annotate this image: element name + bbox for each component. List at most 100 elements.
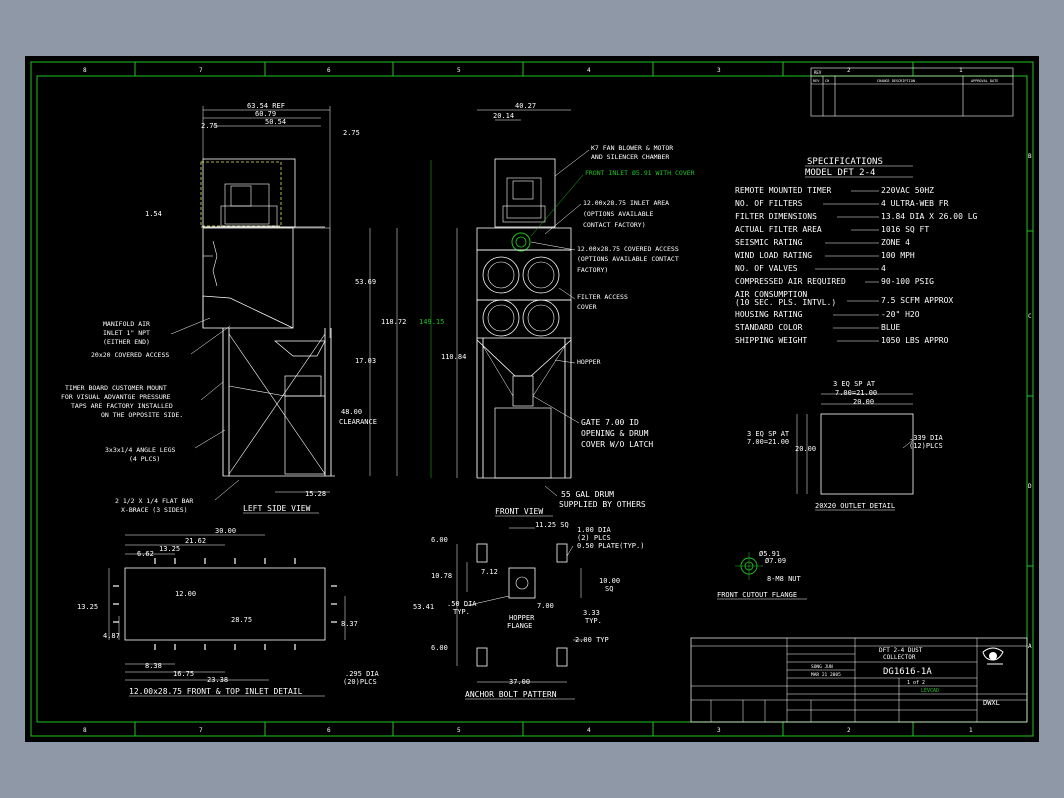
left-side-view — [200, 106, 398, 493]
tb-drawing-number: DG1616-1A — [883, 667, 932, 677]
spec-label-2: NO. OF FILTERS — [735, 199, 803, 208]
inlet-d1: 30.00 — [215, 527, 236, 535]
anchor-d11: 2.00 TYP — [575, 636, 609, 644]
inlet-d9: 8.37 — [341, 620, 358, 628]
lsv-callout-1: MANIFOLD AIR — [103, 320, 150, 328]
revision-block: REV REV CH CHANGE DESCRIPTION APPROVAL D… — [810, 67, 1014, 117]
outlet-top-1: 3 EQ SP AT — [833, 380, 876, 388]
fv-callout-17: SUPPLIED BY OTHERS — [559, 500, 646, 509]
inlet-d2: 21.62 — [185, 537, 206, 545]
zone-label-bottom-4: 5 — [457, 727, 461, 734]
fv-callout-15: COVER W/O LATCH — [581, 440, 653, 449]
spec-label-5: SEISMIC RATING — [735, 238, 803, 247]
fv-dim-green: 149.15 — [419, 318, 444, 326]
zone-label-right-1: B — [1028, 153, 1032, 160]
lsv-dim-clear: 48.00 — [341, 408, 362, 416]
anchor-note-a1: 1.00 DIA — [577, 526, 612, 534]
zone-label-bottom-1: 8 — [83, 727, 87, 734]
drawing-canvas[interactable]: 8 7 6 5 4 3 2 1 8 7 6 5 4 3 2 1 B C D A … — [25, 56, 1039, 742]
anchor-note-b2: TYP. — [453, 608, 470, 616]
spec-value-1: 220VAC 50HZ — [881, 186, 934, 195]
lsv-dim-v3: 17.03 — [355, 357, 376, 365]
zone-label-bottom-8: 1 — [969, 727, 973, 734]
spec-label-1: REMOTE MOUNTED TIMER — [735, 186, 832, 195]
anchor-d10: 3.33 — [583, 609, 600, 617]
anchor-d10b: TYP. — [585, 617, 602, 625]
spec-label-4: ACTUAL FILTER AREA — [735, 225, 822, 234]
zone-label-top-5: 4 — [587, 67, 591, 74]
spec-label-13: SHIPPING WEIGHT — [735, 336, 807, 345]
outer-frame — [30, 61, 1034, 737]
zone-label-bottom-5: 4 — [587, 727, 591, 734]
zone-label-right-2: C — [1028, 313, 1032, 320]
tb-sheet: 1 of 2 — [907, 680, 925, 686]
fv-callout-11: COVER — [577, 303, 597, 311]
inlet-hole-1: .295 DIA — [345, 670, 380, 678]
zone-label-top-2: 7 — [199, 67, 203, 74]
tb-part-name-2: COLLECTOR — [883, 654, 916, 661]
fv-callout-13: GATE 7.00 ID — [581, 418, 639, 427]
zone-label-top-4: 5 — [457, 67, 461, 74]
lsv-dim-v1: 53.69 — [355, 278, 376, 286]
inlet-d8: 4.87 — [103, 632, 120, 640]
lsv-callout-6: FOR VISUAL ADVANTGE PRESSURE — [61, 393, 171, 401]
spec-value-10: 7.5 SCFM APPROX — [881, 296, 953, 305]
lsv-callout-12: X-BRACE (3 SIDES) — [121, 506, 188, 514]
spec-label-7: NO. OF VALVES — [735, 264, 798, 273]
zone-label-top-1: 8 — [83, 67, 87, 74]
zone-label-right-4: A — [1028, 643, 1032, 650]
rev-col-ch: CH — [825, 79, 829, 83]
fv-dim-tall: 110.84 — [441, 353, 466, 361]
fv-callout-1: K7 FAN BLOWER & MOTOR — [591, 144, 673, 152]
lsv-callout-2: INLET 1" NPT — [103, 329, 150, 337]
inlet-d12: 23.38 — [207, 676, 228, 684]
spec-value-6: 100 MPH — [881, 251, 915, 260]
rev-col-desc: CHANGE DESCRIPTION — [877, 79, 915, 83]
fv-callout-7: 12.00x28.75 COVERED ACCESS — [577, 245, 679, 253]
fv-callout-4: 12.00x28.75 INLET AREA — [583, 199, 669, 207]
lsv-callout-11: 2 1/2 X 1/4 FLAT BAR — [115, 497, 193, 505]
rev-col-date: APPROVAL DATE — [971, 79, 998, 83]
lsv-callout-8: ON THE OPPOSITE SIDE. — [101, 411, 183, 419]
anchor-d9b: SQ — [605, 585, 613, 593]
fv-callout-9: FACTORY) — [577, 266, 608, 274]
anchor-d5: 53.41 — [413, 603, 434, 611]
anchor-d6: 6.00 — [431, 644, 448, 652]
lsv-dim-inner: 50.54 — [265, 118, 286, 126]
lsv-dim-mid: 60.79 — [255, 110, 276, 118]
zone-label-top-3: 6 — [327, 67, 331, 74]
outlet-left-3: 20.00 — [795, 445, 816, 453]
outlet-hole-2: (12)PLCS — [909, 442, 943, 450]
spec-label-8: COMPRESSED AIR REQUIRED — [735, 277, 846, 286]
front-view — [430, 109, 572, 479]
tb-date: MAR 21 2005 — [811, 672, 841, 678]
flange-d1: Ø5.91 — [759, 550, 780, 558]
outlet-title: 20X20 OUTLET DETAIL — [815, 502, 895, 510]
tb-code: DWXL — [983, 699, 1000, 707]
anchor-d7: 37.00 — [509, 678, 530, 686]
lsv-callout-4: 20x20 COVERED ACCESS — [91, 351, 169, 359]
rev-col-rev: REV — [813, 79, 820, 83]
spec-value-4: 1016 SQ FT — [881, 225, 929, 234]
lsv-dim-right: 2.75 — [343, 129, 360, 137]
fv-callout-14: OPENING & DRUM — [581, 429, 649, 438]
anchor-note-a2: (2) PLCS — [577, 534, 611, 542]
fv-callout-16: 55 GAL DRUM — [561, 490, 614, 499]
flange-title: FRONT CUTOUT FLANGE — [717, 591, 797, 599]
inner-frame — [36, 75, 1028, 723]
flange-d2: Ø7.09 — [765, 557, 786, 565]
lsv-callout-7: TAPS ARE FACTORY INSTALLED — [71, 402, 173, 410]
spec-label-3: FILTER DIMENSIONS — [735, 212, 817, 221]
zone-label-top-7: 2 — [847, 67, 851, 74]
inlet-detail — [108, 534, 346, 681]
fv-callout-8: (OPTIONS AVAILABLE CONTACT — [577, 255, 679, 263]
zone-label-bottom-7: 2 — [847, 727, 851, 734]
spec-value-13: 1050 LBS APPRO — [881, 336, 949, 345]
front-inlet-circle — [511, 232, 531, 252]
lsv-dim-small: 1.54 — [145, 210, 162, 218]
inlet-d4: 6.62 — [137, 550, 154, 558]
spec-value-8: 90-100 PSIG — [881, 277, 934, 286]
anchor-flange-2: FLANGE — [507, 622, 532, 630]
lsv-callout-3: (EITHER END) — [103, 338, 150, 346]
tb-part-name-1: DFT 2-4 DUST — [879, 647, 923, 654]
